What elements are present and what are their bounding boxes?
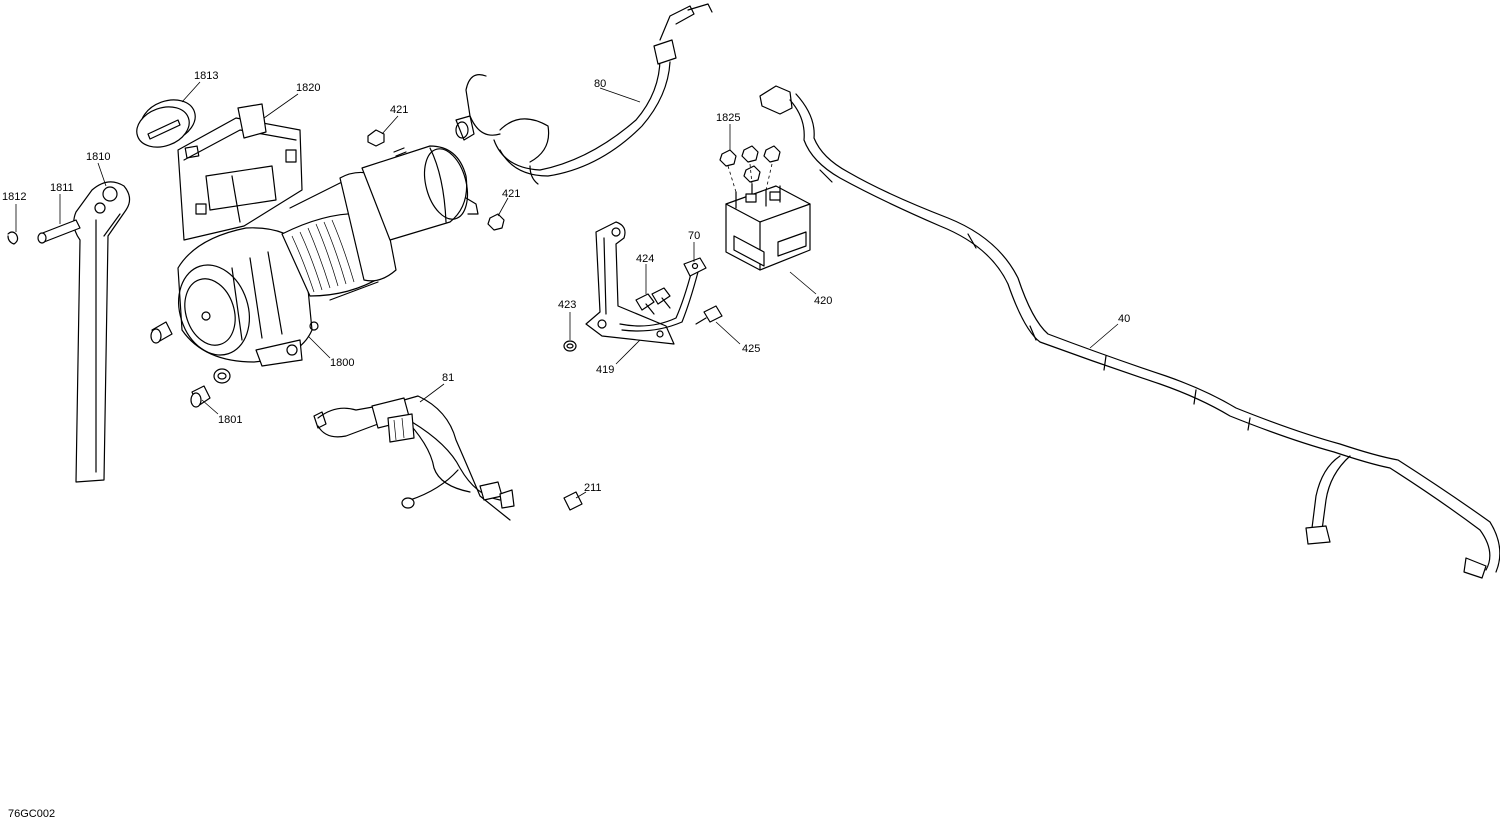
grommet-1813 — [136, 99, 196, 148]
callout-1810: 1810 — [86, 151, 110, 163]
washer-423 — [563, 340, 577, 352]
drawing-code: 76GC002 — [8, 808, 56, 820]
leader-lines — [15, 81, 1119, 499]
callout-70: 70 — [688, 230, 700, 242]
nut-421-lower — [487, 213, 505, 231]
nuts-1825 — [719, 145, 781, 193]
bracket-419 — [585, 221, 675, 345]
callout-424: 424 — [636, 253, 654, 265]
callout-1812: 1812 — [2, 191, 26, 203]
callout-1825: 1825 — [716, 112, 740, 124]
callout-419: 419 — [596, 364, 614, 376]
harness-81 — [313, 395, 515, 521]
callout-1800: 1800 — [330, 357, 354, 369]
callout-421-lower: 421 — [502, 188, 520, 200]
bolt-1801-lower — [190, 385, 211, 408]
callout-1820: 1820 — [296, 82, 320, 94]
callout-211: 211 — [584, 482, 602, 494]
hook-strap-1810 — [73, 181, 131, 483]
callout-425: 425 — [742, 343, 760, 355]
callout-40: 40 — [1118, 313, 1130, 325]
pin-1811 — [37, 219, 81, 244]
callout-labels: 1813 1820 1810 1811 1812 421 421 80 1825… — [2, 70, 1130, 494]
clip-1812 — [7, 231, 19, 245]
callout-81: 81 — [442, 372, 454, 384]
washer-1801 — [213, 368, 231, 384]
bolt-1801-upper — [150, 321, 173, 344]
bolt-425 — [695, 305, 723, 325]
callout-1813: 1813 — [194, 70, 218, 82]
winch-1800 — [177, 145, 479, 367]
bolts-424 — [635, 287, 671, 315]
harness-40 — [759, 85, 1500, 579]
callout-421-upper: 421 — [390, 104, 408, 116]
winch-mount-plate-1820 — [177, 103, 303, 241]
callout-80: 80 — [594, 78, 606, 90]
callout-1801: 1801 — [218, 414, 242, 426]
cable-70 — [619, 257, 707, 332]
nut-421-upper — [367, 129, 385, 147]
clip-211 — [563, 491, 583, 511]
callout-1811: 1811 — [50, 182, 74, 194]
cable-80 — [455, 3, 713, 185]
contactor-420 — [725, 183, 811, 271]
callout-420: 420 — [814, 295, 832, 307]
callout-423: 423 — [558, 299, 576, 311]
